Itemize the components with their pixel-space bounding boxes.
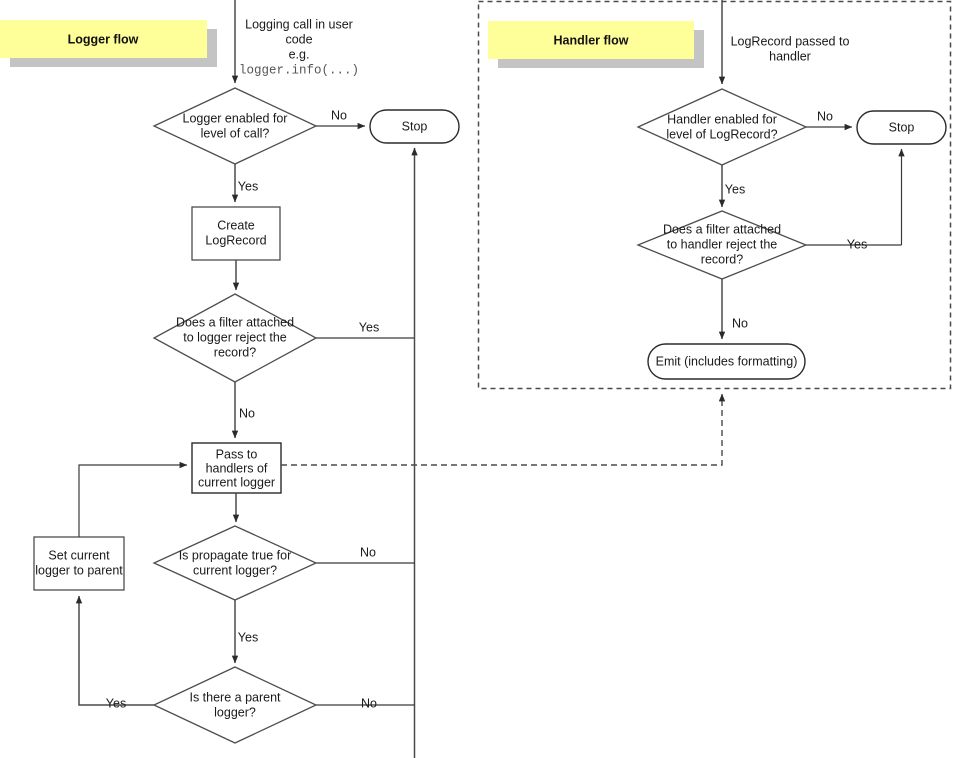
node-stop-logger — [369, 109, 460, 144]
node-emit — [647, 343, 806, 380]
handler-flow-title-box — [488, 21, 694, 59]
handler-flow-title-label: Handler flow — [553, 33, 628, 47]
handler-entry-caption-line1: LogRecord passed to — [731, 34, 850, 48]
node-has-parent-line2: logger? — [214, 705, 256, 719]
edge-has-parent-yes — [75, 595, 154, 706]
logger-flow-title-label: Logger flow — [68, 32, 139, 46]
edge-label-handler-enabled-yes: Yes — [725, 182, 745, 196]
node-create-logrecord — [191, 206, 281, 261]
node-propagate-line1: Is propagate true for — [179, 548, 292, 562]
node-logger-filter-line3: record? — [214, 345, 256, 359]
logger-entry-caption-code: logger.info(...) — [239, 63, 359, 77]
edge-label-has-parent-no: No — [361, 696, 377, 710]
handler-flow-container — [477, 0, 952, 390]
edge-label-logger-enabled-no: No — [331, 108, 347, 122]
logger-entry-caption-line2: code — [285, 32, 312, 46]
edge-set-parent-to-pass — [78, 461, 188, 537]
node-handler-filter-line2: to handler reject the — [667, 237, 778, 251]
node-has-parent-line1: Is there a parent — [189, 690, 281, 704]
node-logger-enabled-line1: Logger enabled for — [183, 111, 288, 125]
edge-label-handler-enabled-no: No — [817, 109, 833, 123]
node-set-parent-line1: Set current — [48, 548, 110, 562]
node-handler-filter-line1: Does a filter attached — [663, 222, 781, 236]
edge-label-logger-enabled-yes: Yes — [238, 179, 258, 193]
node-logger-filter-line1: Does a filter attached — [176, 315, 294, 329]
node-create-logrecord-line1: Create — [217, 218, 255, 232]
edge-label-handler-filter-yes: Yes — [847, 237, 867, 251]
node-stop-handler — [856, 110, 947, 145]
node-set-parent-line2: logger to parent — [35, 563, 123, 577]
node-handler-enabled-line1: Handler enabled for — [667, 112, 777, 126]
edge-label-handler-filter-no: No — [732, 316, 748, 330]
node-handler-enabled-line2: level of LogRecord? — [666, 127, 777, 141]
node-pass-to-handlers-line2: handlers of — [206, 461, 268, 475]
edge-label-propagate-yes: Yes — [238, 630, 258, 644]
node-logger-filter-line2: to logger reject the — [183, 330, 287, 344]
node-emit-label: Emit (includes formatting) — [656, 354, 798, 368]
edge-label-has-parent-yes: Yes — [106, 696, 126, 710]
node-stop-logger-label: Stop — [402, 119, 428, 133]
node-logger-enabled-line2: level of call? — [201, 126, 270, 140]
node-handler-filter-line3: record? — [701, 252, 743, 266]
node-create-logrecord-line2: LogRecord — [205, 233, 266, 247]
edge-label-logger-filter-no: No — [239, 406, 255, 420]
logger-flow-title-box — [0, 20, 207, 58]
node-pass-to-handlers-line3: current logger — [198, 475, 275, 489]
logger-entry-caption-line3: e.g. — [289, 47, 310, 61]
handler-entry-caption-line2: handler — [769, 49, 811, 63]
node-propagate-line2: current logger? — [193, 563, 277, 577]
edge-label-propagate-no: No — [360, 545, 376, 559]
edge-label-logger-filter-yes: Yes — [359, 320, 379, 334]
node-pass-to-handlers-line1: Pass to — [216, 447, 258, 461]
edge-handoff-to-handler-flow — [281, 393, 726, 466]
node-set-parent — [33, 536, 125, 591]
node-stop-handler-label: Stop — [889, 120, 915, 134]
logger-entry-caption-line1: Logging call in user — [245, 17, 353, 31]
node-has-parent — [152, 666, 318, 744]
